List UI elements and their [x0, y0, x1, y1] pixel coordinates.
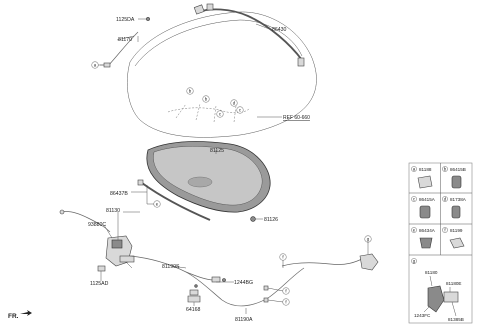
label-ref-60-660: REF 60-660: [283, 115, 310, 121]
label-81170: 81170: [118, 37, 132, 43]
svg-text:f: f: [285, 289, 287, 294]
legend-cell-e: e 86434A: [411, 227, 436, 249]
svg-text:c: c: [413, 197, 416, 202]
svg-text:g: g: [367, 237, 370, 242]
svg-text:e: e: [156, 202, 159, 207]
svg-text:81180E: 81180E: [446, 281, 462, 286]
callout-a: a: [91, 61, 99, 69]
svg-text:81385B: 81385B: [448, 317, 464, 322]
label-81190a: 81190A: [235, 317, 253, 323]
label-86437b: 86437B: [110, 191, 128, 197]
callout-e: e: [153, 200, 161, 208]
hood-insulator-pad: [146, 141, 271, 213]
label-1125ad: 1125AD: [90, 281, 109, 287]
svg-text:81188: 81188: [419, 167, 432, 172]
svg-text:b: b: [205, 97, 208, 102]
svg-text:81199: 81199: [450, 228, 463, 233]
hood-panel: [127, 11, 317, 138]
svg-text:d: d: [233, 101, 236, 106]
svg-text:86434A: 86434A: [419, 228, 436, 233]
label-1125da: 1125DA: [116, 17, 135, 23]
svg-text:86415B: 86415B: [450, 167, 466, 172]
label-64168: 64168: [186, 307, 201, 313]
svg-text:a: a: [413, 167, 416, 172]
svg-text:g: g: [413, 259, 416, 264]
svg-text:e: e: [413, 228, 416, 233]
callout-b1: b: [186, 87, 194, 95]
svg-text:81180: 81180: [425, 270, 438, 275]
svg-text:b: b: [444, 167, 447, 172]
svg-text:f: f: [444, 228, 446, 233]
label-81130: 81130: [106, 208, 120, 214]
legend-cell-a: a 81188: [411, 166, 433, 189]
svg-text:1243FC: 1243FC: [414, 313, 431, 318]
svg-text:b: b: [189, 89, 192, 94]
callout-d: d: [230, 99, 238, 107]
hood-release-handle-cable: [263, 253, 379, 303]
svg-text:c: c: [239, 108, 242, 113]
label-93880c: 93880C: [88, 222, 106, 228]
svg-text:c: c: [219, 112, 222, 117]
hood-release-cable: [129, 255, 305, 307]
callout-b2: b: [202, 95, 210, 103]
leader-lines: [98, 23, 369, 314]
legend-cell-g: g 81180 81180E 1243FC 81385B: [411, 258, 464, 322]
front-direction-indicator: FR.: [8, 310, 32, 320]
label-81126: 81126: [264, 217, 278, 223]
label-86430: 86430: [272, 27, 287, 33]
legend-cell-c: c 86415A: [411, 196, 436, 219]
svg-text:FR.: FR.: [8, 313, 19, 320]
svg-text:81738A: 81738A: [450, 197, 467, 202]
label-81190s: 81190S: [162, 264, 180, 270]
callout-f3: f: [282, 298, 290, 306]
hood-seal-strip: [193, 3, 305, 67]
hood-latch-assembly: [59, 209, 135, 276]
legend-cell-d: d 81738A: [442, 196, 467, 219]
svg-text:f: f: [285, 300, 287, 305]
callout-c1: c: [216, 110, 224, 118]
svg-text:a: a: [94, 63, 97, 68]
svg-text:d: d: [444, 197, 447, 202]
callout-g: g: [364, 235, 372, 243]
legend-cell-f: f 81199: [442, 227, 465, 249]
callout-c2: c: [236, 106, 244, 114]
callout-f2: f: [282, 287, 290, 295]
insulator-clip: [250, 216, 256, 222]
label-81125: 81125: [210, 148, 224, 154]
label-1244bg: 1244BG: [234, 280, 253, 286]
svg-text:86415A: 86415A: [419, 197, 436, 202]
svg-text:f: f: [282, 255, 284, 260]
callout-f1: f: [279, 253, 287, 261]
legend-cell-b: b 86415B: [442, 166, 466, 189]
